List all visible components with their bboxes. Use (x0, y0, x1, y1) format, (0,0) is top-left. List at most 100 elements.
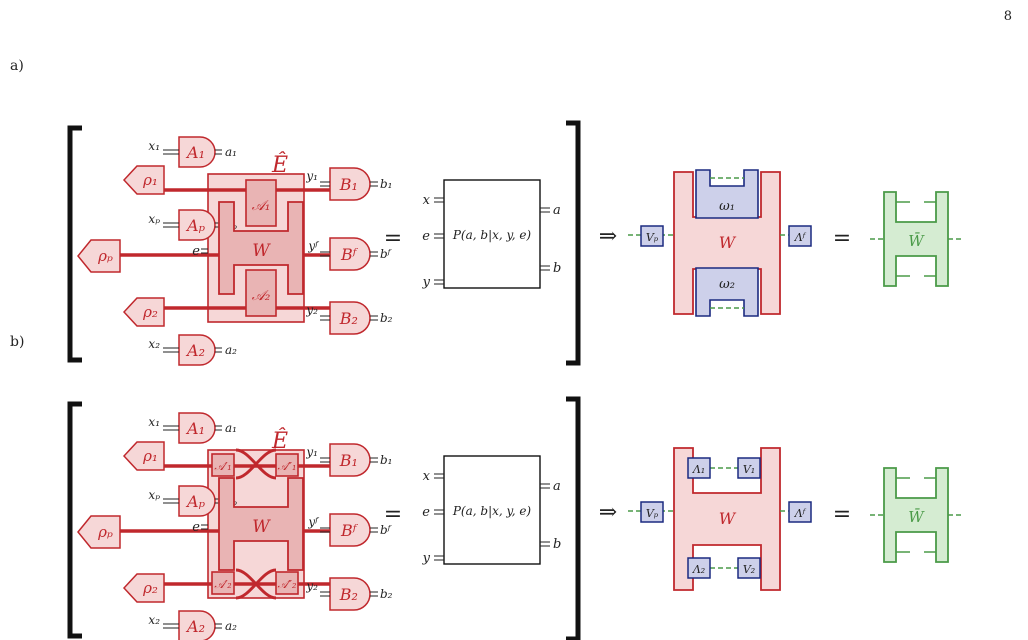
instrument-4-label: 𝒜″₂ (278, 578, 297, 591)
result-L-label: Λᶠ (794, 231, 807, 244)
left-detector-1-label: A₁ (185, 143, 205, 162)
instrument-2 (275, 453, 299, 477)
inner-box-2-label: V₁ (743, 463, 755, 476)
probability-formula: P(a, b|x, y, e) (452, 228, 532, 242)
right-bracket (566, 120, 581, 366)
panel-tag: b) (10, 334, 24, 350)
inner-box-3 (687, 557, 711, 579)
right-detector-3-label: B₂ (339, 585, 358, 604)
left-detector-3 (178, 334, 216, 366)
pb-in-top-label: x (423, 469, 431, 484)
env-label: e (192, 520, 200, 535)
process-label: W (252, 241, 271, 261)
final-comb (883, 191, 949, 287)
pb-in-mid-label: e (422, 229, 430, 244)
left-bracket (67, 401, 82, 639)
left-input-3: x₂ (148, 337, 160, 351)
left-input-3: x₂ (148, 613, 160, 627)
state-2-label: ρ₂ (142, 579, 158, 597)
equals-1: = (384, 226, 402, 251)
right-output-1: b₁ (380, 177, 393, 191)
result-W-label: W (719, 509, 737, 528)
result-W-label: W (719, 233, 737, 252)
left-input-2: xₚ (148, 488, 160, 502)
left-detector-2-label: Aₚ (185, 216, 206, 235)
left-detector-2 (178, 209, 216, 241)
result-V-box (640, 225, 664, 247)
inner-box-1 (687, 457, 711, 479)
right-detector-3 (329, 577, 371, 611)
result-comb (673, 171, 781, 315)
state-1-label: ρ₁ (142, 447, 158, 465)
state-1-label: ρ₁ (142, 171, 158, 189)
pb-in-top-label: x (423, 193, 431, 208)
inner-box-3-label: Λ₂ (692, 563, 705, 576)
left-detector-1-label: A₁ (185, 419, 205, 438)
right-detector-2 (329, 237, 371, 271)
right-bracket (566, 396, 581, 640)
left-detector-3-label: A₂ (185, 617, 205, 636)
right-detector-3-label: B₂ (339, 309, 358, 328)
final-label: W̄ (908, 232, 925, 250)
right-input-2: yᶠ (307, 239, 319, 253)
process-comb (218, 201, 304, 295)
cross-bot-b (235, 568, 277, 600)
panel-tag: a) (10, 58, 24, 74)
right-input-1: y₁ (305, 445, 318, 459)
instrument-2-label: 𝒜″₁ (278, 460, 297, 473)
instrument-1 (245, 179, 277, 227)
pb-out-bot-label: b (553, 261, 561, 276)
pb-out-top-label: a (553, 479, 561, 494)
result-comb (673, 447, 781, 591)
panel-a: a)ÊA₁x₁a₁AₚxₚaₚA₂x₂a₂ρ₁ρₚρ₂B₁y₁b₁BᶠyᶠbᶠB… (10, 58, 962, 366)
left-detector-2 (178, 485, 216, 517)
state-1 (122, 441, 165, 471)
right-detector-1-label: B₁ (339, 451, 358, 470)
right-detector-2 (329, 513, 371, 547)
state-2 (122, 297, 165, 327)
right-output-1: b₁ (380, 453, 393, 467)
inner-box-2 (737, 457, 761, 479)
left-input-2: xₚ (148, 212, 160, 226)
left-output-3: a₂ (225, 343, 237, 357)
channel-label: Ê (271, 427, 288, 454)
right-detector-2-label: Bᶠ (340, 521, 359, 540)
pb-out-top-label: a (553, 203, 561, 218)
channel-label: Ê (271, 151, 288, 178)
right-output-2: bᶠ (380, 523, 392, 537)
instrument-1 (211, 453, 235, 477)
left-detector-1 (178, 136, 216, 168)
state-2 (122, 573, 165, 603)
state-p (77, 239, 121, 273)
left-output-1: a₁ (225, 421, 237, 435)
result-L-label: Λᶠ (794, 507, 807, 520)
left-detector-2-label: Aₚ (185, 492, 206, 511)
state-2-label: ρ₂ (142, 303, 158, 321)
right-detector-1-label: B₁ (339, 175, 358, 194)
process-comb (218, 477, 304, 571)
state-p-label: ρₚ (97, 247, 113, 265)
equals-1: = (384, 502, 402, 527)
pb-in-mid-label: e (422, 505, 430, 520)
instrument-3 (211, 571, 235, 595)
panel-b: b)ÊA₁x₁a₁AₚxₚaₚA₂x₂a₂ρ₁ρₚρ₂B₁y₁b₁BᶠyᶠbᶠB… (10, 334, 962, 640)
right-detector-1 (329, 167, 371, 201)
process-label: W (252, 517, 271, 537)
implies-arrow: ⇒ (599, 500, 617, 525)
omega-2-box (695, 267, 759, 317)
probability-formula: P(a, b|x, y, e) (452, 504, 532, 518)
left-output-1: a₁ (225, 145, 237, 159)
state-p-label: ρₚ (97, 523, 113, 541)
right-input-2: yᶠ (307, 515, 319, 529)
implies-arrow: ⇒ (599, 224, 617, 249)
inner-box-1-label: Λ₁ (692, 463, 705, 476)
omega-1-label: ω₁ (719, 199, 735, 214)
instrument-4 (275, 571, 299, 595)
omega-1-box (695, 169, 759, 219)
instrument-2 (245, 269, 277, 317)
right-output-3: b₂ (380, 587, 393, 601)
env-label: e (192, 244, 200, 259)
left-input-1: x₁ (148, 139, 160, 153)
result-L-box (788, 501, 812, 523)
